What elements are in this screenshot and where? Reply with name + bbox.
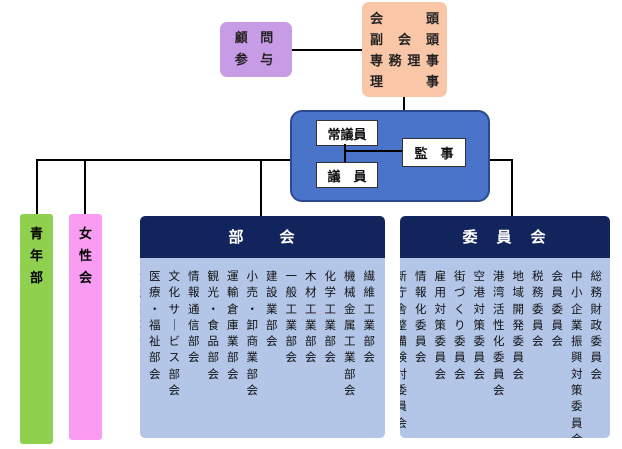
- committee-item: 雇用対策委員会: [434, 269, 447, 381]
- divisions-list: 繊維工業部会機械金属工業部会化学工業部会木材工業部会一般工業部会建設業部会小売・…: [140, 268, 379, 398]
- officer-director: 理事: [370, 75, 439, 90]
- committee-item: 街づくり委員会: [454, 269, 466, 381]
- committees-title: 委 員 会: [400, 216, 610, 258]
- women-association-bar: 女性会: [69, 214, 102, 440]
- division-item: 木材工業部会: [305, 269, 317, 365]
- advisor-label: 顧 問: [234, 30, 278, 46]
- connector-board-left: [37, 159, 290, 161]
- officer-executive-director: 専務理事: [370, 54, 439, 69]
- auditor-box: 監 事: [402, 138, 466, 167]
- drop-committees: [511, 159, 513, 216]
- drop-divisions: [260, 159, 262, 216]
- divisions-panel: 部 会 繊維工業部会機械金属工業部会化学工業部会木材工業部会一般工業部会建設業部…: [140, 216, 385, 438]
- officer-chairman: 会頭: [370, 12, 439, 27]
- division-item: 運輸倉庫業部会: [227, 269, 239, 381]
- division-item: 情報通信部会: [188, 269, 200, 365]
- connector-officers-board: [403, 97, 405, 110]
- division-item: 繊維工業部会: [363, 269, 376, 365]
- division-item: 一般工業部会: [285, 269, 298, 365]
- drop-youth: [36, 159, 38, 214]
- drop-women: [84, 159, 86, 214]
- division-item: 建設業部会: [266, 269, 278, 349]
- connector-board-right: [490, 159, 512, 161]
- members-box: 議 員: [316, 162, 378, 188]
- committee-item: 会員委員会: [551, 269, 564, 349]
- division-item: 機械金属工業部会: [344, 269, 356, 398]
- board-box: 常議員 議 員 監 事: [290, 110, 490, 202]
- connector-advisor-officers: [292, 49, 362, 51]
- committee-item: 港湾活性化委員会: [493, 269, 505, 398]
- women-association-label: 女性会: [78, 227, 92, 286]
- division-item: 小売・卸商業部会: [246, 269, 259, 398]
- committee-item: 空港対策委員会: [473, 269, 486, 381]
- division-item: 医療・福祉部会: [149, 269, 161, 381]
- advisor-box: 顧 問 参 与: [220, 22, 292, 77]
- divisions-title: 部 会: [140, 216, 385, 258]
- division-item: 化学工業部会: [324, 269, 337, 365]
- officer-vice-chairman: 副会頭: [370, 33, 439, 48]
- committee-item: 地域開発委員会: [512, 269, 525, 381]
- committee-item: 新庁舎整備検討委員会: [400, 269, 407, 430]
- board-inner-horizontal: [344, 150, 402, 152]
- division-item: 文化サ｜ビス部会: [168, 269, 181, 398]
- board-inner-vertical: [344, 144, 346, 162]
- committees-list: 総務財政委員会中小企業振興対策委員会会員委員会税務委員会地域開発委員会港湾活性化…: [400, 268, 606, 438]
- counselor-label: 参 与: [234, 52, 278, 68]
- division-item: 観光・食品部会: [207, 269, 220, 381]
- officers-box: 会頭 副会頭 専務理事 理事: [362, 2, 447, 97]
- standing-members-box: 常議員: [316, 120, 378, 146]
- committee-item: 税務委員会: [532, 269, 544, 349]
- committee-item: 総務財政委員会: [590, 269, 603, 381]
- committee-item: 情報化委員会: [415, 269, 427, 365]
- division-item: 金融業部会: [140, 268, 145, 398]
- youth-division-label: 青年部: [29, 227, 43, 286]
- youth-division-bar: 青年部: [20, 214, 53, 444]
- committees-panel: 委 員 会 総務財政委員会中小企業振興対策委員会会員委員会税務委員会地域開発委員…: [400, 216, 610, 438]
